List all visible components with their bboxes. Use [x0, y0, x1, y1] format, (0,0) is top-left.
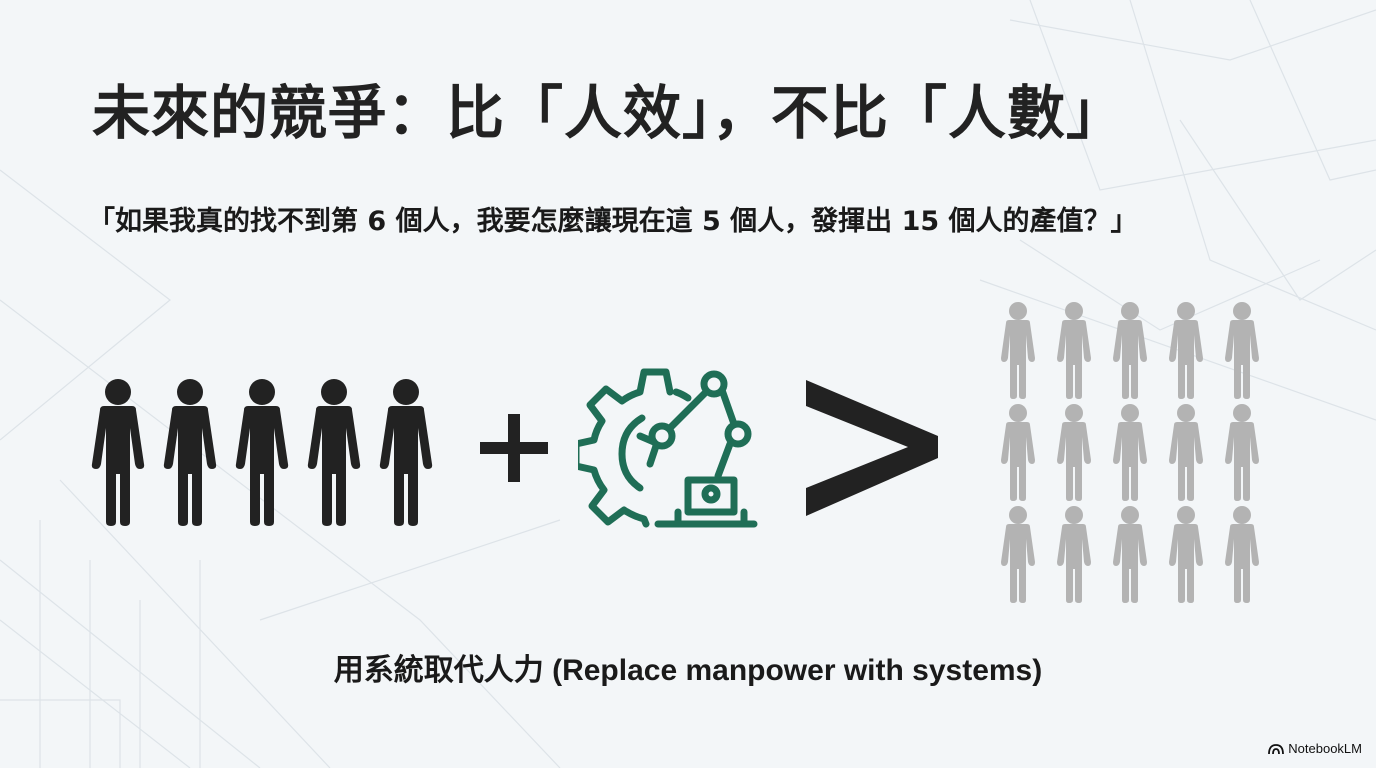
five-people-group: [91, 379, 433, 526]
person-icon: [1169, 404, 1203, 501]
person-icon: [1057, 506, 1091, 603]
person-icon: [91, 379, 145, 526]
person-icon: [1169, 302, 1203, 399]
person-icon: [1113, 506, 1147, 603]
person-icon: [307, 379, 361, 526]
person-icon: [1001, 506, 1035, 603]
person-icon: [1001, 302, 1035, 399]
notebooklm-logo-icon: [1268, 743, 1285, 754]
person-icon: [1225, 506, 1259, 603]
brand-label: NotebookLM: [1288, 741, 1362, 756]
brand-watermark: NotebookLM: [1268, 741, 1362, 756]
fifteen-people-group: [1001, 302, 1259, 603]
caption-text: 用系統取代人力 (Replace manpower with systems): [333, 654, 1043, 687]
quote-text: 「如果我真的找不到第 6 個人，我要怎麼讓現在這 5 個人，發揮出 15 個人的…: [88, 206, 1138, 237]
person-icon: [163, 379, 217, 526]
plus-icon: [480, 414, 548, 482]
person-icon: [1169, 506, 1203, 603]
page-title: 未來的競爭：比「人效」，不比「人數」: [92, 79, 1126, 147]
person-icon: [1113, 404, 1147, 501]
person-icon: [1225, 302, 1259, 399]
person-icon: [1113, 302, 1147, 399]
person-icon: [235, 379, 289, 526]
person-icon: [1225, 404, 1259, 501]
greater-than-icon: [806, 380, 938, 516]
person-icon: [379, 379, 433, 526]
person-icon: [1057, 404, 1091, 501]
person-icon: [1001, 404, 1035, 501]
person-icon: [1057, 302, 1091, 399]
gear-robot-arm-icon: [578, 368, 758, 528]
